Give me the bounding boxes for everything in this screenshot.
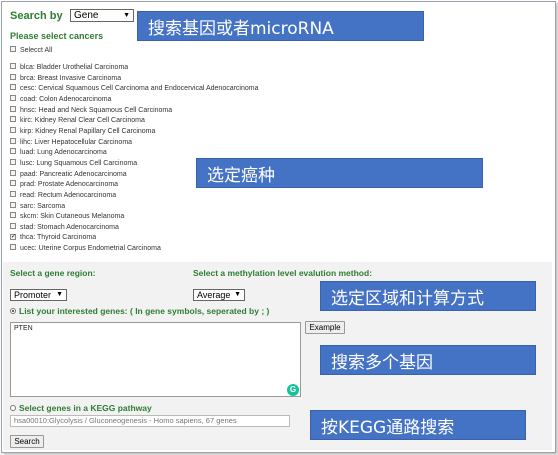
chevron-down-icon: ▼ xyxy=(234,291,241,298)
cancer-row[interactable]: skcm: Skin Cutaneous Melanoma xyxy=(10,212,124,222)
cancer-row[interactable]: kirp: Kidney Renal Papillary Cell Carcin… xyxy=(10,127,155,137)
cancer-label: brca: Breast Invasive Carcinoma xyxy=(20,74,122,82)
cancer-label: kirc: Kidney Renal Clear Cell Carcinoma xyxy=(20,117,145,125)
kegg-label: Select genes in a KEGG pathway xyxy=(19,403,152,413)
method-value: Average xyxy=(197,290,231,300)
gene-region-label: Select a gene region: xyxy=(10,268,96,278)
cancer-label: read: Rectum Adenocarcinoma xyxy=(20,191,117,199)
gene-region-select[interactable]: Promoter ▼ xyxy=(10,289,67,301)
genes-option[interactable]: List your interested genes: ( In gene sy… xyxy=(10,306,269,316)
cancers-heading: Please select cancers xyxy=(10,31,104,41)
cancer-checkbox[interactable] xyxy=(10,73,16,80)
annotation-search-gene: 搜索基因或者microRNA xyxy=(137,11,424,41)
cancer-row[interactable]: lihc: Liver Hepatocellular Carcinoma xyxy=(10,137,133,148)
cancer-checkbox[interactable] xyxy=(10,127,16,134)
select-all-checkbox[interactable] xyxy=(10,46,16,53)
cancer-label: prad: Prostate Adenocarcinoma xyxy=(20,181,119,189)
cancer-checkbox[interactable] xyxy=(10,84,16,91)
cancer-label: skcm: Skin Cutaneous Melanoma xyxy=(20,213,125,221)
method-label: Select a methylation level evalution met… xyxy=(193,268,373,278)
kegg-radio[interactable] xyxy=(10,404,16,411)
cancer-label: blca: Bladder Urothelial Carcinoma xyxy=(20,64,129,71)
cancer-checkbox[interactable] xyxy=(10,190,16,197)
annotation-kegg: 按KEGG通路搜索 xyxy=(310,410,526,440)
cancer-row[interactable]: ✓thca: Thyroid Carcinoma xyxy=(10,233,96,243)
search-by-label: Search by xyxy=(10,10,63,22)
cancer-row[interactable]: stad: Stomach Adenocarcinoma xyxy=(10,222,119,233)
cancer-row[interactable]: prad: Prostate Adenocarcinoma xyxy=(10,180,118,190)
cancer-checkbox[interactable] xyxy=(10,201,16,208)
cancer-label: hnsc: Head and Neck Squamous Cell Carcin… xyxy=(20,106,173,114)
cancer-row[interactable]: paad: Pancreatic Adenocarcinoma xyxy=(10,169,127,180)
cancer-checkbox[interactable] xyxy=(10,159,16,166)
grammarly-icon[interactable]: G xyxy=(287,384,299,396)
cancer-label: luad: Lung Adenocarcinoma xyxy=(20,149,107,157)
genes-radio[interactable] xyxy=(10,307,16,314)
cancer-row[interactable]: read: Rectum Adenocarcinoma xyxy=(10,190,117,201)
cancer-checkbox[interactable] xyxy=(10,137,16,144)
cancer-row[interactable]: lusc: Lung Squamous Cell Carcinoma xyxy=(10,159,137,169)
cancer-row[interactable]: sarc: Sarcoma xyxy=(10,201,66,212)
cancer-checkbox[interactable] xyxy=(10,148,16,155)
cancer-row[interactable]: cesc: Cervical Squamous Cell Carcinoma a… xyxy=(10,84,259,94)
cancer-label: coad: Colon Adenocarcinoma xyxy=(20,96,112,103)
cancer-checkbox[interactable] xyxy=(10,169,16,176)
kegg-option[interactable]: Select genes in a KEGG pathway xyxy=(10,403,152,413)
cancer-checkbox[interactable] xyxy=(10,95,16,102)
cancer-row[interactable]: ucec: Uterine Corpus Endometrial Carcino… xyxy=(10,244,161,254)
example-button[interactable]: Example xyxy=(305,321,345,334)
cancer-checkbox[interactable] xyxy=(10,180,16,187)
search-by-select[interactable]: Gene ▼ xyxy=(70,9,134,22)
method-select[interactable]: Average ▼ xyxy=(193,289,245,301)
cancer-label: lihc: Liver Hepatocellular Carcinoma xyxy=(20,138,133,146)
genes-label: List your interested genes: ( In gene sy… xyxy=(19,306,270,316)
select-all-label: Selecct All xyxy=(20,47,53,54)
cancer-checkbox[interactable] xyxy=(10,63,16,70)
cancer-label: thca: Thyroid Carcinoma xyxy=(20,234,97,242)
genes-textarea[interactable]: PTEN xyxy=(10,322,301,397)
cancer-label: kirp: Kidney Renal Papillary Cell Carcin… xyxy=(20,127,156,135)
annotation-select-cancer: 选定癌种 xyxy=(196,158,483,188)
cancer-label: sarc: Sarcoma xyxy=(20,202,66,210)
cancer-row[interactable]: coad: Colon Adenocarcinoma xyxy=(10,95,111,105)
cancer-row[interactable]: kirc: Kidney Renal Clear Cell Carcinoma xyxy=(10,116,145,126)
cancer-row[interactable]: brca: Breast Invasive Carcinoma xyxy=(10,73,122,84)
cancer-row[interactable]: hnsc: Head and Neck Squamous Cell Carcin… xyxy=(10,105,173,116)
select-all-row[interactable]: Selecct All xyxy=(10,46,52,56)
cancer-label: lusc: Lung Squamous Cell Carcinoma xyxy=(20,159,138,167)
cancer-checkbox[interactable] xyxy=(10,222,16,229)
gene-region-value: Promoter xyxy=(14,290,52,300)
chevron-down-icon: ▼ xyxy=(123,12,130,19)
cancer-checkbox[interactable] xyxy=(10,105,16,112)
cancer-checkbox[interactable] xyxy=(10,212,16,219)
search-button[interactable]: Search xyxy=(10,435,44,448)
annotation-multi-genes: 搜索多个基因 xyxy=(320,345,536,375)
cancer-checkbox[interactable] xyxy=(10,116,16,123)
kegg-select[interactable]: hsa00010:Glycolysis / Gluconeogenesis - … xyxy=(10,415,290,427)
cancer-checkbox[interactable] xyxy=(10,244,16,251)
cancer-label: paad: Pancreatic Adenocarcinoma xyxy=(20,170,127,178)
cancer-label: cesc: Cervical Squamous Cell Carcinoma a… xyxy=(20,85,259,93)
cancer-label: stad: Stomach Adenocarcinoma xyxy=(20,223,119,231)
search-by-value: Gene xyxy=(74,10,99,21)
chevron-down-icon: ▼ xyxy=(56,291,63,298)
annotation-region-method: 选定区域和计算方式 xyxy=(320,281,536,311)
cancer-checkbox[interactable]: ✓ xyxy=(10,233,17,240)
cancer-row[interactable]: luad: Lung Adenocarcinoma xyxy=(10,148,107,158)
cancer-label: ucec: Uterine Corpus Endometrial Carcino… xyxy=(20,245,161,253)
cancer-row[interactable]: blca: Bladder Urothelial Carcinoma xyxy=(10,63,128,73)
